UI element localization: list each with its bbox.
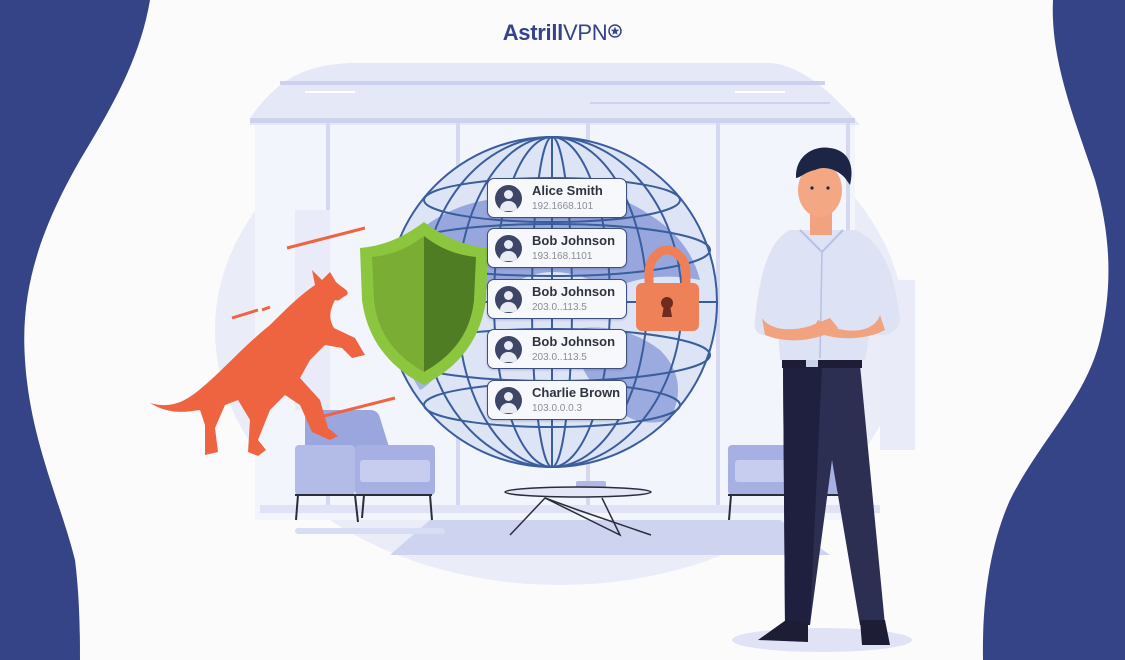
user-card: Charlie Brown 103.0.0.0.3 (487, 380, 627, 420)
user-card: Alice Smith 192.1668.101 (487, 178, 627, 218)
man-illustration (732, 147, 912, 652)
user-ip: 192.1668.101 (532, 201, 594, 212)
coffee-table (504, 481, 652, 537)
user-avatar-icon (495, 286, 522, 313)
star-badge-icon (608, 18, 623, 44)
padlock-icon (636, 245, 699, 331)
shield-icon (360, 222, 488, 385)
user-card: Bob Johnson 193.168.1101 (487, 228, 627, 268)
brand-name-light: VPN (562, 20, 608, 45)
left-wave-shape (0, 0, 150, 660)
user-avatar-icon (495, 336, 522, 363)
user-name: Charlie Brown (532, 385, 621, 400)
user-name: Bob Johnson (532, 233, 616, 248)
user-avatar-icon (495, 235, 522, 262)
armchair-left (295, 410, 435, 523)
brand-name-bold: Astrill (502, 20, 564, 45)
user-name: Alice Smith (532, 183, 603, 198)
brand-logo[interactable]: AstrillVPN (0, 20, 1125, 46)
user-name: Bob Johnson (532, 334, 616, 349)
right-wave-shape (982, 0, 1125, 660)
user-card: Bob Johnson 203.0..113.5 (487, 279, 627, 319)
user-ip: 203.0..113.5 (532, 352, 587, 363)
user-card: Bob Johnson 203.0..113.5 (487, 329, 627, 369)
wolf-illustration (150, 226, 396, 456)
user-ip: 103.0.0.0.3 (532, 403, 583, 414)
user-avatar-icon (495, 387, 522, 414)
user-avatar-icon (495, 185, 522, 212)
user-name: Bob Johnson (532, 284, 616, 299)
user-ip: 193.168.1101 (532, 251, 593, 262)
user-ip: 203.0..113.5 (532, 302, 587, 313)
